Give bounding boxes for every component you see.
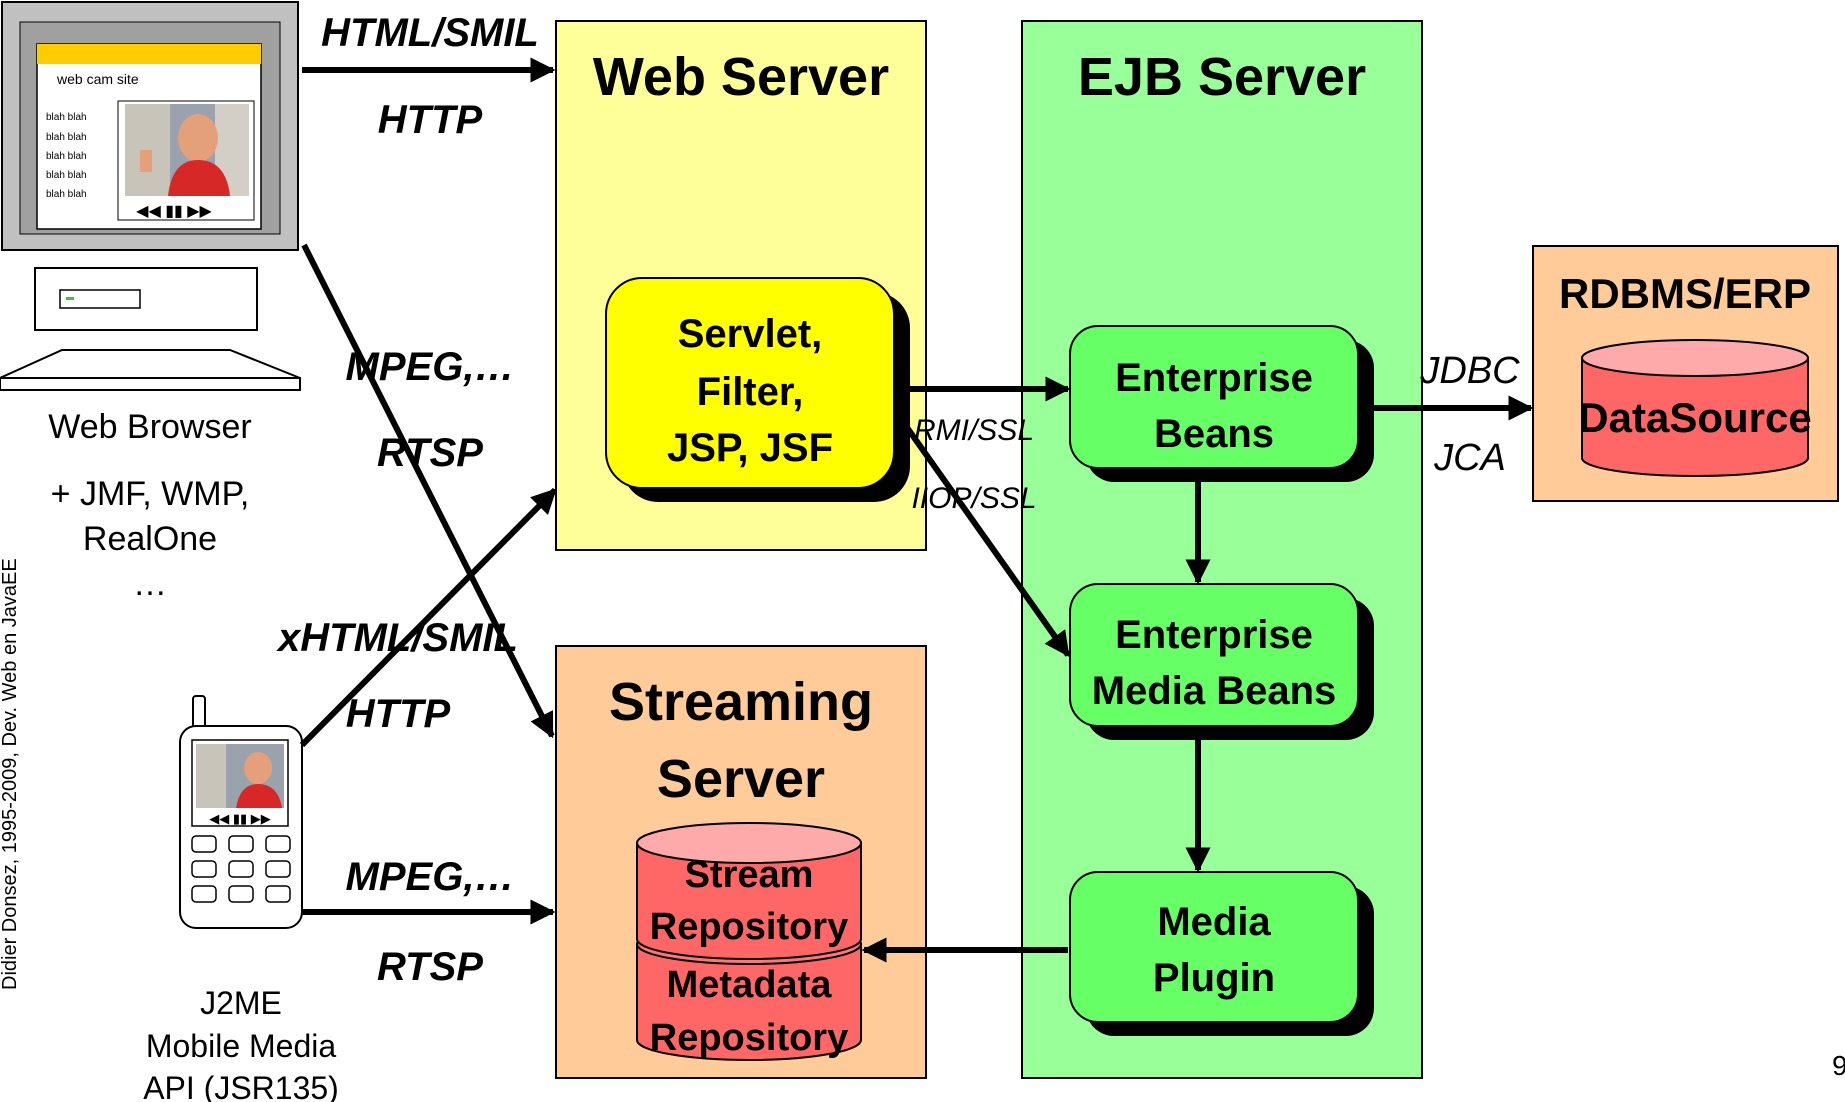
stream-repository-cylinder (636, 842, 862, 960)
side-credit: Didier Donsez, 1995-2009, Dev. Web en Ja… (0, 558, 21, 990)
arrow-browser-to-streaming (301, 243, 555, 739)
label-mobile-web-protocol: xHTML/SMIL (276, 616, 518, 660)
label-ejb-db-jdbc: JDBC (1419, 350, 1520, 392)
enterprise-media-beans-label-line2: Media Beans (1092, 669, 1337, 713)
label-browser-web-transport: HTTP (378, 98, 483, 142)
browser-video-controls-icon[interactable]: ◀◀ ▮▮ ▶▶ (136, 203, 212, 220)
mobile-key-7[interactable] (191, 885, 217, 903)
ejb-server-title: EJB Server (1078, 47, 1366, 107)
label-browser-stream-transport: RTSP (377, 431, 483, 475)
enterprise-beans-label-line2: Beans (1154, 412, 1274, 456)
browser-header-bar (37, 44, 261, 64)
mobile-key-8[interactable] (228, 885, 254, 903)
browser-blah-3: blah blah (46, 151, 87, 162)
mobile-key-5[interactable] (228, 860, 254, 878)
browser-blah-2: blah blah (46, 132, 87, 143)
mobile-video-image (196, 744, 284, 808)
mobile-key-6[interactable] (265, 860, 291, 878)
stream-repository-label-line2: Repository (650, 906, 848, 948)
web-server-title: Web Server (593, 47, 889, 107)
metadata-repository-cylinder (636, 943, 862, 1061)
web-browser-computer: web cam site blah blah blah blah blah bl… (0, 1, 301, 391)
label-mobile-stream-transport: RTSP (377, 945, 483, 989)
label-mobile-web-transport: HTTP (346, 692, 451, 736)
mobile-label-line2: Mobile Media (146, 1028, 337, 1064)
label-browser-web-protocol: HTML/SMIL (321, 11, 539, 55)
media-plugin-label-line2: Plugin (1153, 956, 1275, 1000)
rdbms-title: RDBMS/ERP (1559, 270, 1811, 317)
mobile-video-controls-icon[interactable]: ◀◀ ▮▮ ▶▶ (209, 811, 271, 826)
stream-repository-label-line1: Stream (685, 854, 814, 896)
webcam-video-image (125, 104, 249, 196)
browser-plugins-line3: … (133, 565, 167, 603)
arrow-servlet-to-media-beans (893, 410, 1071, 658)
page-number: 9 (1832, 1050, 1845, 1081)
enterprise-media-beans-component (1069, 583, 1359, 727)
media-plugin-label-line1: Media (1157, 900, 1271, 944)
arrow-mobile-to-web (299, 487, 558, 748)
browser-blah-5: blah blah (46, 189, 87, 200)
streaming-server-title-line1: Streaming (609, 672, 873, 732)
label-mobile-stream-protocol: MPEG,… (346, 855, 515, 899)
browser-plugins-line1: + JMF, WMP, (51, 475, 250, 513)
datasource-label: DataSource (1578, 394, 1811, 441)
servlet-label-line3: JSP, JSF (667, 426, 833, 470)
metadata-repository-label-line1: Metadata (667, 964, 833, 1006)
browser-blah-1: blah blah (46, 112, 87, 123)
label-servlet-ejb-rmi: RMI/SSL (914, 414, 1034, 447)
enterprise-media-beans-label-line1: Enterprise (1115, 613, 1313, 657)
servlet-component (605, 277, 895, 489)
servlet-label-line1: Servlet, (678, 312, 823, 356)
mobile-phone: ◀◀ ▮▮ ▶▶ (179, 695, 303, 929)
browser-plugins-line2: RealOne (83, 520, 217, 558)
mobile-label-line1: J2ME (200, 985, 282, 1021)
servlet-label-line2: Filter, (697, 370, 804, 414)
label-ejb-db-jca: JCA (1433, 437, 1506, 479)
mobile-key-4[interactable] (191, 860, 217, 878)
mobile-key-3[interactable] (265, 835, 291, 853)
mobile-key-9[interactable] (265, 885, 291, 903)
browser-site-title: web cam site (56, 71, 139, 87)
mobile-key-1[interactable] (191, 835, 217, 853)
label-browser-stream-protocol: MPEG,… (346, 345, 515, 389)
streaming-server-title-line2: Server (657, 749, 825, 809)
enterprise-beans-label-line1: Enterprise (1115, 356, 1313, 400)
datasource-cylinder (1581, 357, 1809, 477)
browser-blah-4: blah blah (46, 170, 87, 181)
mobile-label-line3: API (JSR135) (143, 1070, 339, 1102)
media-plugin-component (1069, 871, 1359, 1023)
label-servlet-ejb-iiop: IIOP/SSL (911, 482, 1036, 515)
web-browser-label: Web Browser (48, 408, 251, 446)
mobile-key-2[interactable] (228, 835, 254, 853)
metadata-repository-label-line2: Repository (650, 1017, 848, 1059)
